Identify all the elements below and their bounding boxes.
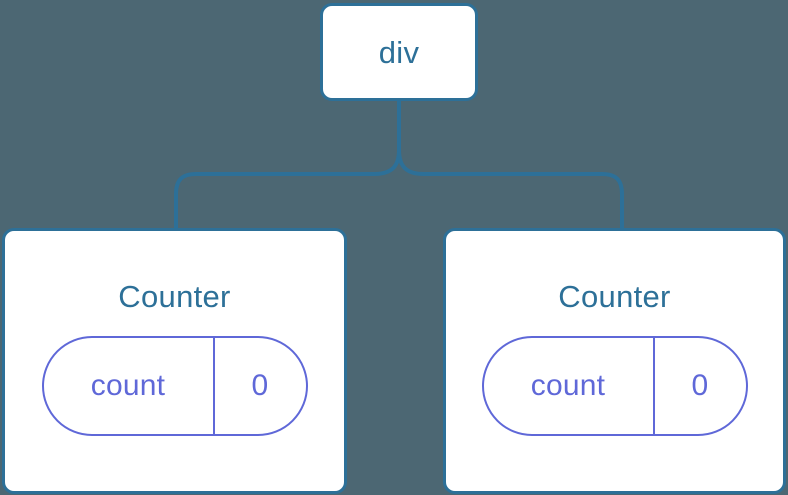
state-pill[interactable]: count 0: [41, 336, 308, 436]
state-key-label: count: [90, 369, 166, 402]
node-component-counter-2[interactable]: Counter count 0: [443, 228, 786, 494]
node-root-label: div: [378, 34, 420, 70]
node-component-counter-1[interactable]: Counter count 0: [2, 228, 347, 494]
node-root-div[interactable]: div: [320, 3, 478, 101]
state-value-label: 0: [691, 369, 709, 402]
state-pill[interactable]: count 0: [481, 336, 748, 436]
node-component-label: Counter: [558, 279, 671, 314]
state-key-label: count: [530, 369, 606, 402]
state-key-cell: count: [44, 338, 215, 434]
connector-branch-left: [174, 149, 401, 230]
state-value-cell: 0: [215, 338, 306, 434]
node-component-label: Counter: [118, 279, 231, 314]
connector-branch-right: [397, 149, 624, 230]
state-value-cell: 0: [655, 338, 746, 434]
state-key-cell: count: [484, 338, 655, 434]
state-value-label: 0: [251, 369, 269, 402]
